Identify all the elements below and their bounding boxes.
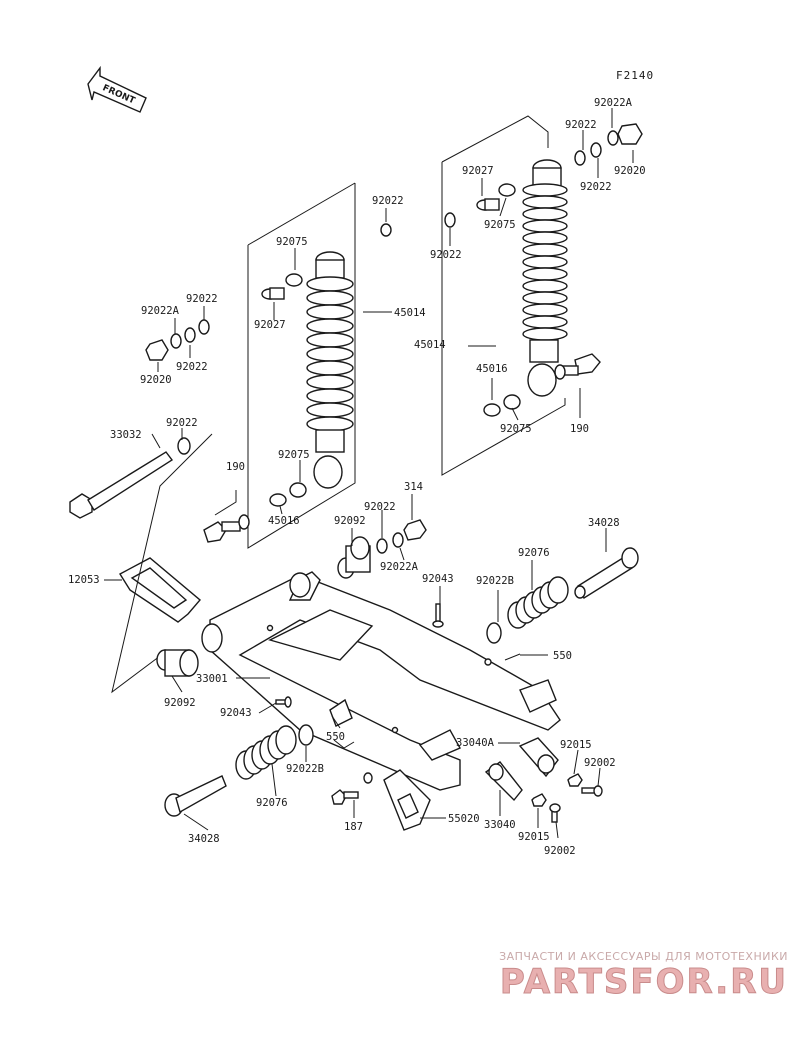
left-shock-bushings xyxy=(261,223,392,507)
part-label: 92076 xyxy=(518,547,550,559)
left-lower-bolt xyxy=(203,490,250,543)
part-label: 45016 xyxy=(476,363,508,375)
part-label: 92022A xyxy=(594,97,633,109)
washer-92022b-lower xyxy=(298,724,314,746)
part-label: 92092 xyxy=(164,697,196,709)
part-label: 190 xyxy=(570,423,589,435)
part-label: 550 xyxy=(553,650,572,662)
part-label: 34028 xyxy=(588,517,620,529)
part-label: 92027 xyxy=(254,319,286,331)
part-label: 92022 xyxy=(372,195,404,207)
part-label: 92015 xyxy=(518,831,550,843)
bracket-55020 xyxy=(383,769,431,831)
watermark-tagline: ЗАПЧАСТИ И АКСЕССУАРЫ ДЛЯ МОТОТЕХНИКИ xyxy=(499,950,788,963)
part-label: 92075 xyxy=(500,423,532,435)
chain-guide xyxy=(111,433,213,694)
cotter-pin-550-lower xyxy=(333,739,355,749)
bolt-187 xyxy=(331,772,373,805)
part-label: 92022 xyxy=(176,361,208,373)
left-shock-frame xyxy=(247,182,356,549)
part-label: 92022 xyxy=(430,249,462,261)
part-label: 92002 xyxy=(544,845,576,857)
part-label: 92043 xyxy=(220,707,252,719)
part-label: 33001 xyxy=(196,673,228,685)
part-label: 187 xyxy=(344,821,363,833)
part-label: 45014 xyxy=(414,339,446,351)
right-shock-absorber xyxy=(522,159,568,397)
part-label: 92022 xyxy=(186,293,218,305)
part-label: 92022 xyxy=(364,501,396,513)
watermark-brand: PARTSFOR.RU xyxy=(500,962,788,1002)
part-label: 314 xyxy=(404,481,423,493)
part-label: 92022 xyxy=(580,181,612,193)
part-label: 92092 xyxy=(334,515,366,527)
part-label: 92075 xyxy=(484,219,516,231)
part-label: 92022A xyxy=(141,305,180,317)
chain-adjuster-33040 xyxy=(484,761,523,802)
part-label: 92002 xyxy=(584,757,616,769)
bolt-92043-lower xyxy=(275,696,292,708)
part-label: 550 xyxy=(326,731,345,743)
figure-code: F2140 xyxy=(616,69,654,82)
part-label: 190 xyxy=(226,461,245,473)
part-label: 45014 xyxy=(394,307,426,319)
part-label: 92022A xyxy=(380,561,419,573)
part-label: 92022B xyxy=(286,763,324,775)
part-label: 33040 xyxy=(484,819,516,831)
left-shock-absorber xyxy=(306,251,354,489)
part-label: 92075 xyxy=(278,449,310,461)
bolt-92002-upper xyxy=(581,785,603,797)
part-label: 34028 xyxy=(188,833,220,845)
part-label: 92043 xyxy=(422,573,454,585)
part-label: 92022B xyxy=(476,575,514,587)
pivot-collar-right xyxy=(337,536,371,579)
pivot-shaft-left xyxy=(164,775,227,817)
right-shock-bushings xyxy=(444,183,521,417)
through-bolt xyxy=(69,437,191,519)
watermark: ЗАПЧАСТИ И АКСЕССУАРЫ ДЛЯ МОТОТЕХНИКИ PA… xyxy=(499,950,788,1003)
pivot-shaft-right xyxy=(574,547,639,600)
front-arrow-icon: FRONT xyxy=(87,65,147,113)
pivot-collar-left xyxy=(156,649,199,677)
right-lower-bolt xyxy=(554,353,601,380)
part-label: 55020 xyxy=(448,813,480,825)
cotter-pin-550-upper xyxy=(504,653,521,661)
part-labels: 92022A 92022 92020 92022 92027 92075 920… xyxy=(68,97,646,857)
nut-314-washers xyxy=(376,519,427,554)
nut-92015-upper xyxy=(567,773,583,787)
right-shock-frame xyxy=(441,115,581,476)
part-label: 92020 xyxy=(614,165,646,177)
part-label: 12053 xyxy=(68,574,100,586)
spring-92076-right xyxy=(486,576,569,644)
part-label: 92022 xyxy=(166,417,198,429)
bolt-92002-lower xyxy=(549,803,561,823)
part-label: 92022 xyxy=(565,119,597,131)
part-label: 33032 xyxy=(110,429,142,441)
spring-92076-left xyxy=(235,725,297,780)
part-label: 92027 xyxy=(462,165,494,177)
right-top-nut-washers xyxy=(574,123,643,166)
swingarm xyxy=(201,571,561,791)
nut-92015-lower xyxy=(531,793,547,807)
part-label: 92020 xyxy=(140,374,172,386)
leader-lines xyxy=(104,108,634,839)
left-top-nut-washers xyxy=(145,319,210,361)
part-label: 92076 xyxy=(256,797,288,809)
part-label: 92075 xyxy=(276,236,308,248)
bolt-92043-upper xyxy=(432,603,444,628)
chain-adjuster-33040a xyxy=(518,737,559,778)
part-label: 92015 xyxy=(560,739,592,751)
part-label: 33040A xyxy=(456,737,495,749)
part-label: 45016 xyxy=(268,515,300,527)
